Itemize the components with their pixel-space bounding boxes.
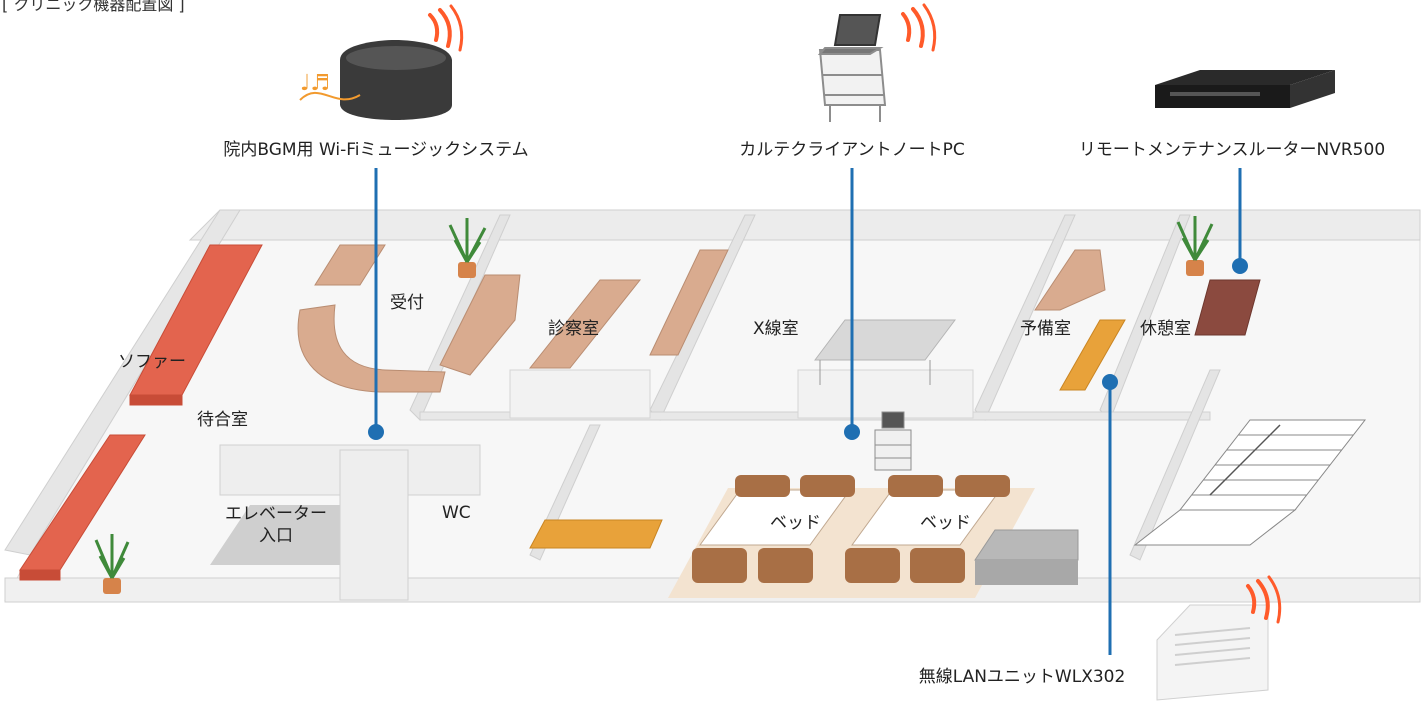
label-elevator: エレベーター 入口 (225, 504, 327, 547)
router-device (1155, 70, 1335, 108)
label-sofa: ソファー (118, 352, 186, 372)
reception-desk (297, 244, 521, 393)
diagram-title: [ クリニック機器配置図 ] (2, 0, 185, 14)
sofa-lower (19, 434, 146, 581)
label-spare-room: 予備室 (1020, 319, 1071, 339)
stairs (1133, 419, 1367, 546)
left-wall (4, 209, 241, 556)
label-bed-left: ベッド (770, 513, 821, 533)
rest-table (1194, 279, 1261, 336)
plant-reception (448, 218, 487, 278)
label-wc: WC (442, 503, 471, 523)
label-router: リモートメンテナンスルーターNVR500 (1078, 140, 1386, 160)
partition-lower-right (1129, 369, 1221, 561)
label-bgm-system: 院内BGM用 Wi-Fiミュージックシステム (223, 140, 529, 160)
label-reception: 受付 (390, 293, 424, 313)
plant-rest (1176, 216, 1214, 276)
xray-table (814, 319, 956, 385)
wifi-speaker-device: ♩♬ (299, 40, 452, 120)
bed-right (845, 475, 1010, 583)
laptop-cart-small (874, 411, 912, 471)
spare-desk (1034, 249, 1106, 311)
room-front-wall-exam (509, 369, 651, 419)
bench-lower (529, 519, 663, 549)
wifi-signal-icon (901, 3, 937, 52)
wifi-signal-icon (428, 4, 464, 52)
wc-wall (339, 449, 409, 601)
plant-waiting (94, 534, 130, 594)
label-xray-room: X線室 (753, 319, 799, 339)
connector-lines (374, 168, 1242, 655)
label-waiting-room: 待合室 (197, 410, 248, 430)
room-front-wall-xray (797, 369, 974, 419)
access-point-device (1156, 604, 1269, 701)
svg-text:♩♬: ♩♬ (300, 71, 330, 96)
sofa-upper (129, 244, 263, 406)
label-bed-right: ベッド (920, 513, 971, 533)
wifi-signal-icon (1246, 575, 1282, 624)
exam-desk (528, 249, 729, 369)
partition-reception (409, 214, 511, 421)
bed-left (692, 475, 855, 583)
connector-dots (368, 258, 1248, 440)
laptop-cart-device (817, 14, 887, 122)
label-rest-room: 休憩室 (1140, 319, 1191, 339)
label-laptop-pc: カルテクライアントノートPC (739, 140, 965, 160)
label-exam-room: 診察室 (548, 319, 599, 339)
sink-counter (974, 529, 1079, 585)
bench-spare (1059, 319, 1126, 391)
label-access-point: 無線LANユニットWLX302 (918, 667, 1126, 687)
